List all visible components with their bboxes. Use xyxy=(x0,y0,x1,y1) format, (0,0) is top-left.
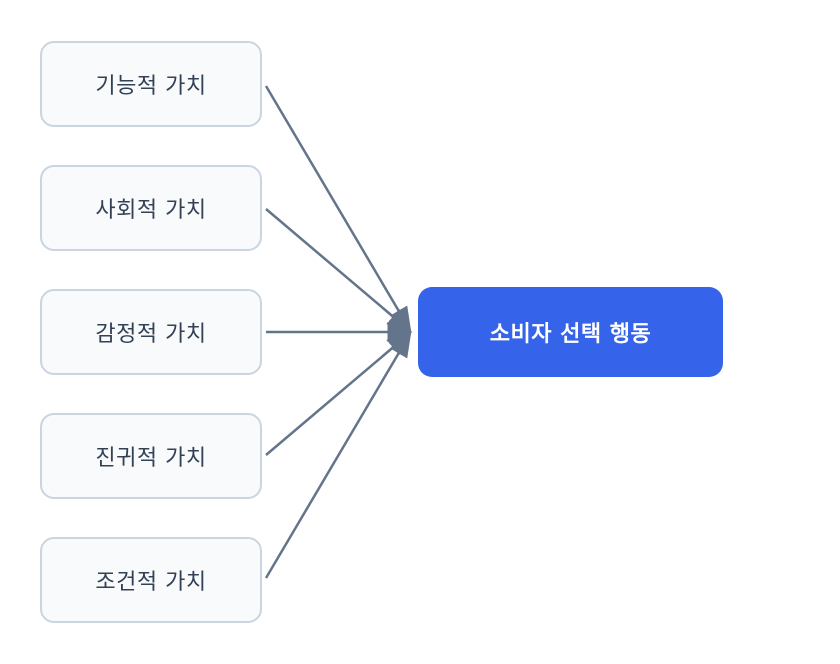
edge-epistemic-to-choice xyxy=(265,331,412,456)
node-functional-value: 기능적 가치 xyxy=(40,41,262,127)
node-label: 감정적 가치 xyxy=(95,322,207,347)
node-conditional-value: 조건적 가치 xyxy=(40,537,262,623)
node-epistemic-value: 진귀적 가치 xyxy=(40,413,262,499)
edge-conditional-to-choice xyxy=(264,331,412,579)
node-label: 조건적 가치 xyxy=(95,570,207,595)
node-label: 사회적 가치 xyxy=(95,198,207,223)
node-social-value: 사회적 가치 xyxy=(40,165,262,251)
edge-functional-to-choice xyxy=(264,85,412,333)
target-label: 소비자 선택 행동 xyxy=(489,322,652,347)
node-label: 진귀적 가치 xyxy=(95,446,207,471)
node-label: 기능적 가치 xyxy=(95,74,207,99)
node-consumer-choice: 소비자 선택 행동 xyxy=(418,287,723,377)
edge-social-to-choice xyxy=(265,208,412,333)
node-emotional-value: 감정적 가치 xyxy=(40,289,262,375)
